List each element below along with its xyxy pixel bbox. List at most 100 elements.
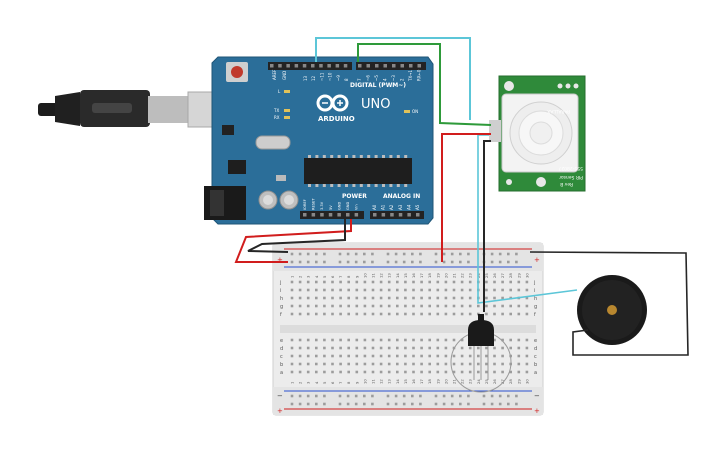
breadboard-hole[interactable] (509, 346, 512, 350)
breadboard-hole[interactable] (434, 402, 438, 406)
breadboard-hole[interactable] (493, 370, 496, 374)
breadboard-hole[interactable] (468, 370, 472, 374)
breadboard-hole[interactable] (355, 370, 359, 374)
header-pin[interactable] (366, 64, 371, 68)
breadboard-hole[interactable] (290, 370, 294, 374)
breadboard-hole[interactable] (493, 354, 496, 358)
breadboard-hole[interactable] (323, 346, 326, 350)
breadboard-hole[interactable] (298, 394, 302, 398)
breadboard-hole[interactable] (493, 338, 496, 342)
breadboard-hole[interactable] (412, 370, 415, 374)
breadboard-hole[interactable] (498, 402, 502, 406)
breadboard-hole[interactable] (371, 280, 375, 284)
breadboard-hole[interactable] (517, 304, 521, 308)
breadboard-hole[interactable] (420, 354, 423, 358)
breadboard-hole[interactable] (452, 296, 456, 300)
breadboard-hole[interactable] (298, 354, 302, 358)
breadboard-hole[interactable] (411, 394, 414, 398)
breadboard-hole[interactable] (379, 312, 383, 316)
breadboard-hole[interactable] (363, 296, 367, 300)
breadboard-hole[interactable] (323, 304, 326, 308)
breadboard-hole[interactable] (428, 370, 431, 374)
breadboard-hole[interactable] (298, 402, 302, 406)
breadboard-hole[interactable] (412, 338, 415, 342)
breadboard-hole[interactable] (501, 304, 504, 308)
breadboard-hole[interactable] (371, 338, 375, 342)
breadboard-hole[interactable] (290, 296, 294, 300)
breadboard-hole[interactable] (315, 304, 318, 308)
breadboard-hole[interactable] (363, 394, 366, 398)
header-pin[interactable] (354, 213, 359, 217)
breadboard-hole[interactable] (467, 260, 470, 264)
breadboard-hole[interactable] (444, 354, 448, 358)
breadboard-hole[interactable] (517, 370, 521, 374)
breadboard-hole[interactable] (387, 296, 391, 300)
breadboard-hole[interactable] (298, 312, 302, 316)
breadboard-hole[interactable] (428, 288, 431, 292)
breadboard-hole[interactable] (339, 304, 342, 308)
header-pin[interactable] (303, 213, 307, 217)
breadboard-hole[interactable] (525, 370, 529, 374)
breadboard-hole[interactable] (436, 304, 440, 308)
breadboard-hole[interactable] (387, 288, 391, 292)
breadboard-hole[interactable] (354, 252, 358, 256)
breadboard-hole[interactable] (436, 370, 440, 374)
header-pin[interactable] (270, 64, 274, 68)
breadboard-hole[interactable] (459, 260, 462, 264)
breadboard-hole[interactable] (450, 394, 454, 398)
breadboard-hole[interactable] (412, 304, 415, 308)
breadboard-hole[interactable] (298, 280, 302, 284)
breadboard-hole[interactable] (444, 280, 448, 284)
breadboard-hole[interactable] (452, 280, 456, 284)
breadboard-hole[interactable] (363, 304, 367, 308)
breadboard-hole[interactable] (468, 362, 472, 366)
breadboard-hole[interactable] (306, 370, 310, 374)
breadboard-hole[interactable] (501, 312, 504, 316)
breadboard-hole[interactable] (498, 394, 502, 398)
breadboard-hole[interactable] (323, 296, 326, 300)
breadboard-hole[interactable] (460, 338, 464, 342)
breadboard-hole[interactable] (315, 288, 318, 292)
breadboard-hole[interactable] (404, 288, 407, 292)
breadboard-hole[interactable] (338, 402, 342, 406)
breadboard-hole[interactable] (338, 260, 342, 264)
breadboard-hole[interactable] (428, 338, 431, 342)
header-pin[interactable] (319, 64, 323, 68)
breadboard-hole[interactable] (323, 260, 326, 264)
breadboard-hole[interactable] (517, 362, 521, 366)
breadboard-hole[interactable] (468, 354, 472, 358)
breadboard-hole[interactable] (525, 346, 529, 350)
breadboard-hole[interactable] (404, 362, 407, 366)
breadboard-hole[interactable] (298, 260, 302, 264)
header-pin[interactable] (373, 213, 377, 217)
breadboard-hole[interactable] (485, 288, 488, 292)
breadboard-hole[interactable] (331, 312, 334, 316)
breadboard-hole[interactable] (306, 312, 310, 316)
breadboard-hole[interactable] (290, 346, 294, 350)
breadboard-hole[interactable] (517, 312, 521, 316)
breadboard-hole[interactable] (386, 252, 390, 256)
breadboard-hole[interactable] (290, 288, 294, 292)
header-pin[interactable] (358, 64, 362, 68)
breadboard-hole[interactable] (485, 304, 488, 308)
breadboard-hole[interactable] (482, 394, 486, 398)
breadboard-hole[interactable] (477, 346, 480, 350)
breadboard-hole[interactable] (498, 260, 502, 264)
breadboard-hole[interactable] (363, 402, 366, 406)
breadboard-hole[interactable] (452, 304, 456, 308)
breadboard-hole[interactable] (331, 362, 334, 366)
breadboard-hole[interactable] (347, 296, 350, 300)
breadboard-hole[interactable] (331, 338, 334, 342)
breadboard-hole[interactable] (379, 362, 383, 366)
breadboard-hole[interactable] (525, 304, 529, 308)
breadboard-hole[interactable] (331, 370, 334, 374)
breadboard-hole[interactable] (298, 296, 302, 300)
breadboard-hole[interactable] (355, 288, 359, 292)
breadboard-hole[interactable] (460, 370, 464, 374)
breadboard-hole[interactable] (315, 394, 318, 398)
breadboard-hole[interactable] (355, 338, 359, 342)
header-pin[interactable] (381, 213, 386, 217)
header-pin[interactable] (346, 213, 350, 217)
breadboard-hole[interactable] (436, 354, 440, 358)
breadboard-hole[interactable] (515, 402, 518, 406)
